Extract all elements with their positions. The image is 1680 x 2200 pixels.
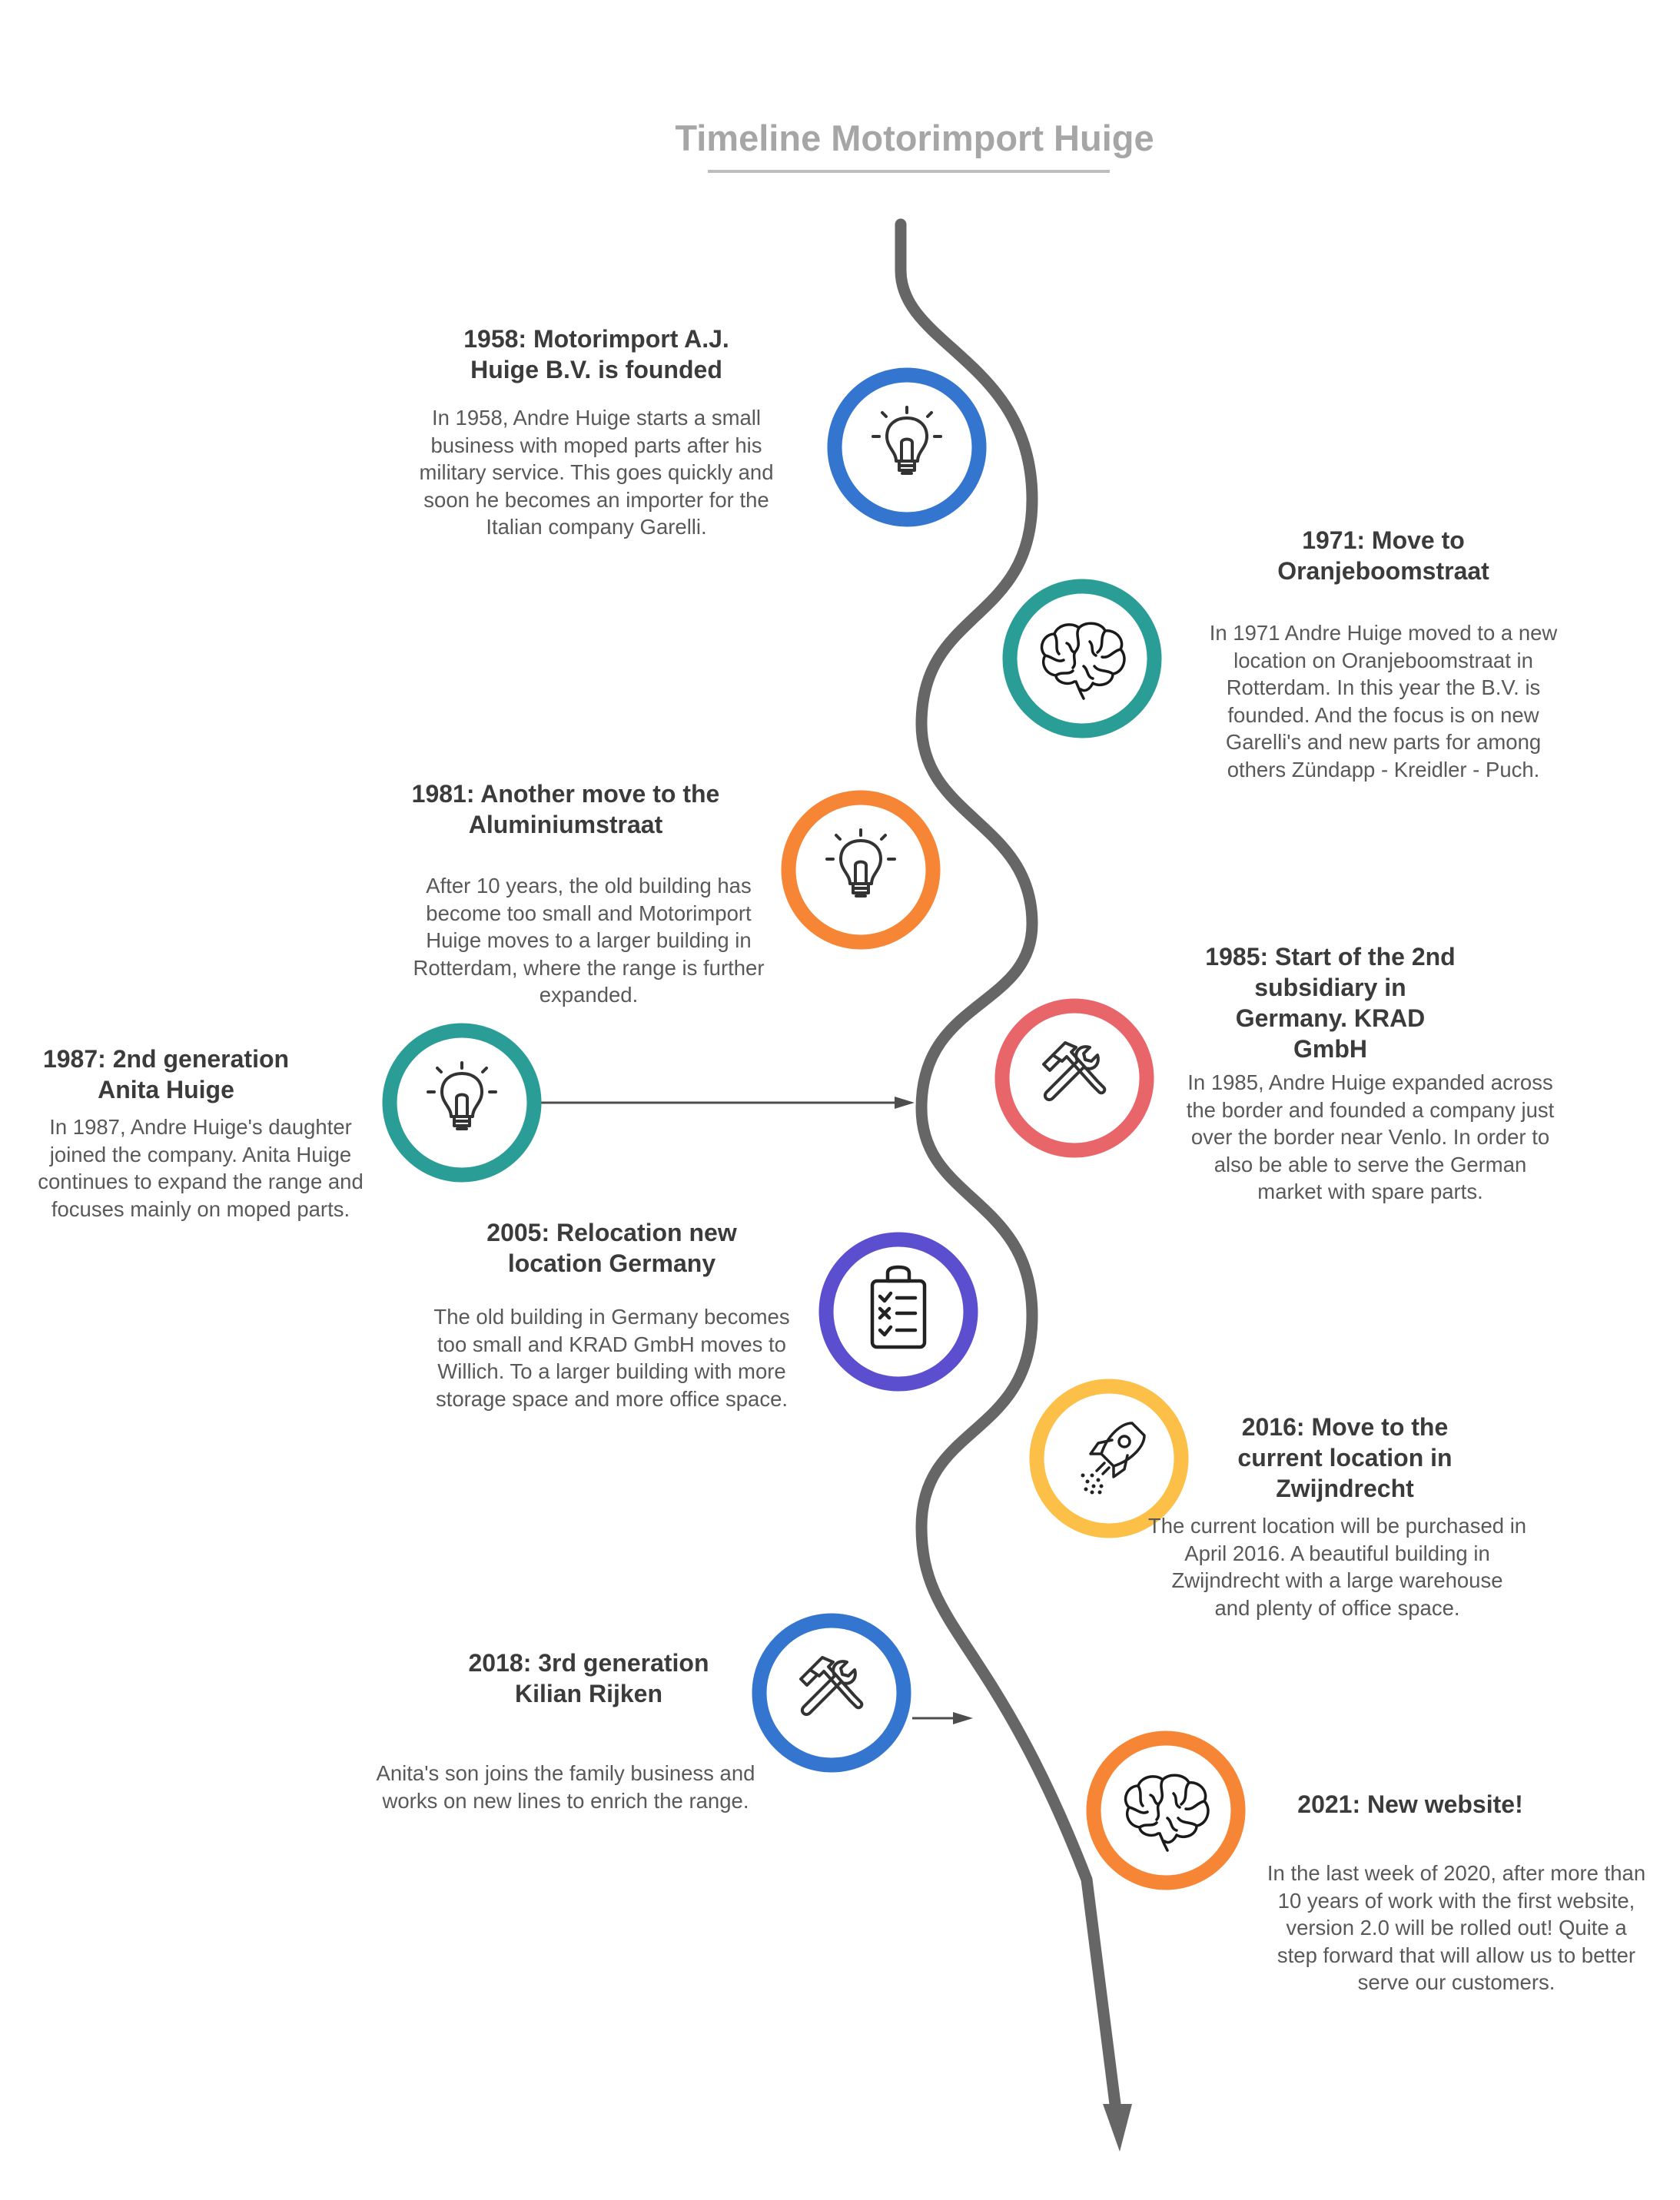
event-2018-marker xyxy=(752,1613,911,1773)
event-1987-circle xyxy=(382,1023,542,1183)
connector-2018-arrowhead xyxy=(953,1712,973,1724)
event-2005-marker xyxy=(818,1232,978,1392)
event-1985-marker xyxy=(994,998,1154,1158)
event-1981-marker xyxy=(781,790,941,950)
event-2021-circle xyxy=(1086,1730,1246,1890)
event-1958-circle xyxy=(827,367,987,527)
event-1987-marker xyxy=(382,1023,542,1183)
event-2021-marker xyxy=(1086,1730,1246,1890)
title-underline xyxy=(708,170,1110,173)
event-2016-marker xyxy=(1029,1379,1189,1538)
timeline-path xyxy=(895,218,1122,2116)
event-1971-marker xyxy=(1002,579,1162,738)
event-2016-description: The current location will be purchased i… xyxy=(1147,1514,1527,1620)
timeline-arrowhead xyxy=(1103,2104,1132,2152)
event-2021-title: 2021: New website! xyxy=(1297,1790,1523,1818)
event-1958-title: 1958: Motorimport A.J.Huige B.V. is foun… xyxy=(463,325,729,383)
event-2021-description: In the last week of 2020, after more tha… xyxy=(1267,1861,1646,1994)
event-2018-description: Anita's son joins the family business an… xyxy=(376,1761,755,1813)
event-2016-circle xyxy=(1029,1379,1189,1538)
page-title: Timeline Motorimport Huige xyxy=(675,118,1154,158)
event-1981-circle xyxy=(781,790,941,950)
connector-1987-arrowhead xyxy=(895,1097,915,1109)
event-1971-circle xyxy=(1002,579,1162,738)
event-1958-marker xyxy=(827,367,987,527)
